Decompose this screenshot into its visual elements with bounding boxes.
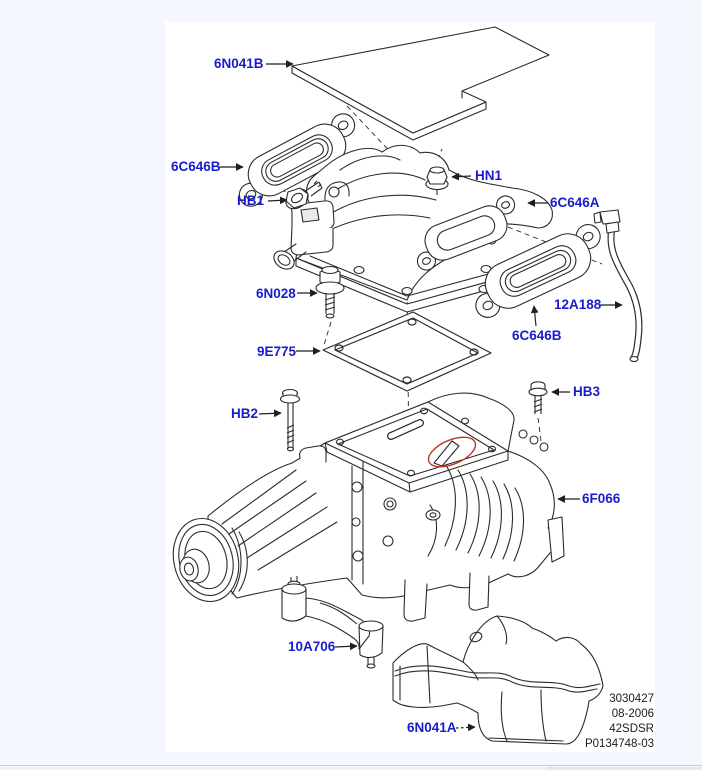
leader-lines [219, 60, 623, 732]
callout-6C646A[interactable]: 6C646A [550, 195, 600, 210]
callout-10A706[interactable]: 10A706 [288, 639, 336, 654]
part-10A706-bracket [281, 576, 384, 669]
callout-HN1[interactable]: HN1 [475, 168, 503, 183]
part-6F066-supercharger [172, 392, 565, 622]
footer-line-3: 42SDSR [609, 723, 654, 735]
callout-HB1[interactable]: HB1 [237, 193, 265, 208]
part-6N041A-foam-cover [392, 615, 604, 745]
footer-codes: 3030427 08-2006 42SDSR P0134748-03 [494, 692, 654, 752]
part-HB2-bolt [279, 388, 301, 452]
callout-6F066[interactable]: 6F066 [582, 491, 621, 506]
footer-line-1: 3030427 [609, 693, 654, 705]
horizontal-scrollbar[interactable] [0, 765, 702, 770]
callout-12A188[interactable]: 12A188 [554, 297, 602, 312]
part-6C646B-left-gasket [238, 113, 356, 207]
callout-6N041B[interactable]: 6N041B [214, 56, 264, 71]
part-duct-oval-flange [416, 195, 516, 271]
callout-HB2[interactable]: HB2 [231, 406, 259, 421]
callout-6N028[interactable]: 6N028 [256, 286, 296, 301]
part-9E775-gasket [322, 311, 492, 392]
callout-6C646B-right[interactable]: 6C646B [512, 328, 562, 343]
part-HB1-bolt [285, 180, 323, 210]
callout-6C646B-left[interactable]: 6C646B [171, 159, 221, 174]
scrollbar-thumb[interactable] [0, 767, 546, 770]
part-inlet-manifold-drawing [273, 144, 561, 313]
callout-6N041A[interactable]: 6N041A [407, 720, 457, 735]
callout-9E775[interactable]: 9E775 [257, 344, 297, 359]
part-HN1-nut [425, 166, 449, 195]
highlight-ellipse [427, 436, 477, 468]
scrollbar-track[interactable] [546, 767, 702, 770]
footer-line-4: P0134748-03 [584, 738, 654, 750]
part-12A188-hose [593, 209, 643, 363]
part-6N041B-cover-plate [291, 26, 550, 141]
part-6C646B-right-gasket [475, 224, 601, 318]
part-HB3-bolt [528, 381, 548, 414]
footer-line-2: 08-2006 [611, 708, 654, 720]
callout-HB3[interactable]: HB3 [573, 384, 601, 399]
part-6N028-bolt [315, 265, 345, 319]
